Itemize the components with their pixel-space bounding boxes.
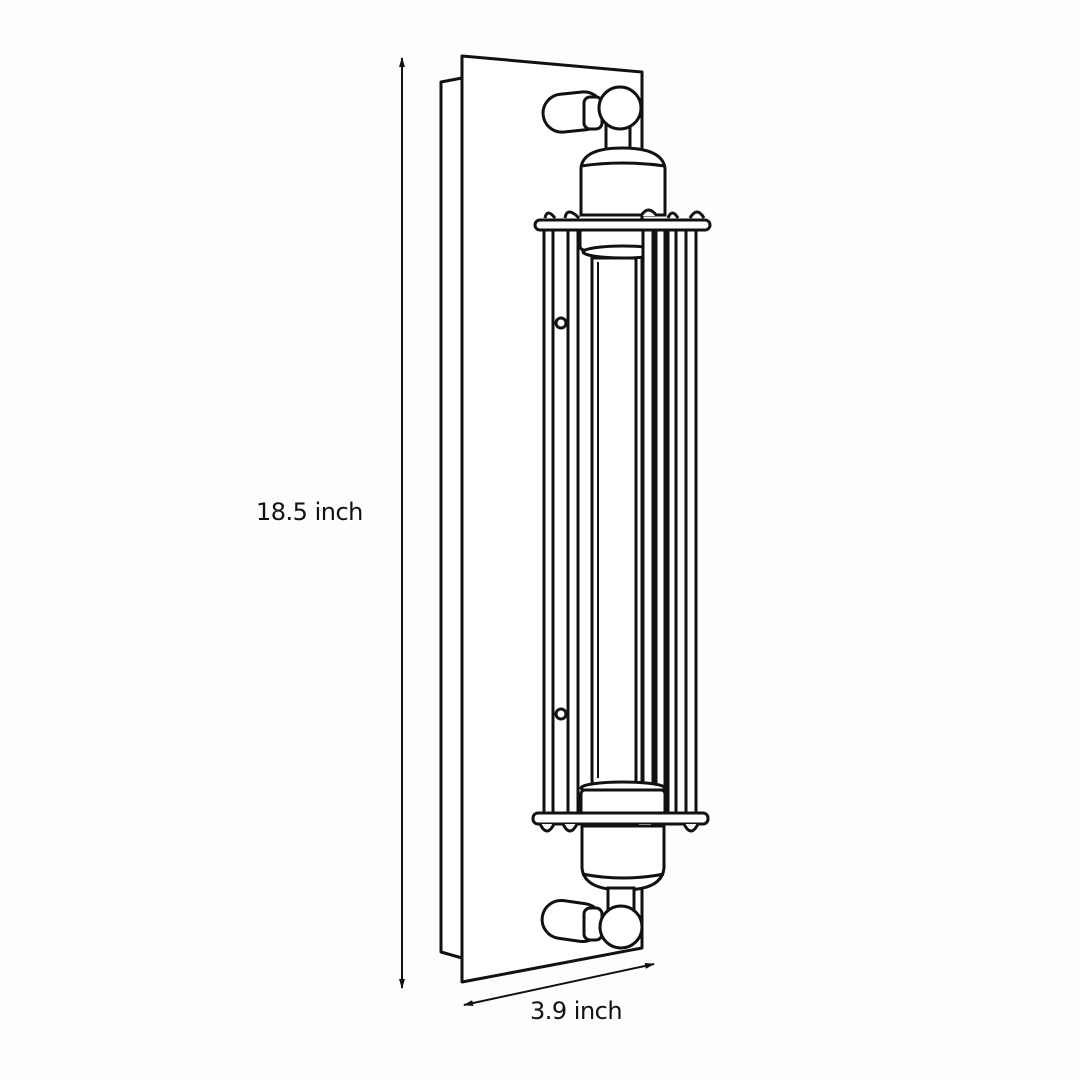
- width-dimension-label: 3.9 inch: [530, 997, 623, 1025]
- width-dimension-line: [463, 962, 655, 1007]
- tube-bulb: [590, 256, 638, 794]
- top-socket: [579, 146, 667, 217]
- top-cage-ring: [533, 208, 712, 232]
- bottom-socket: [580, 824, 666, 892]
- bottom-collar: [579, 780, 667, 818]
- bottom-cage-ring: [531, 811, 710, 834]
- bottom-mount-arm: [540, 886, 644, 950]
- height-dimension-label: 18.5 inch: [256, 498, 363, 526]
